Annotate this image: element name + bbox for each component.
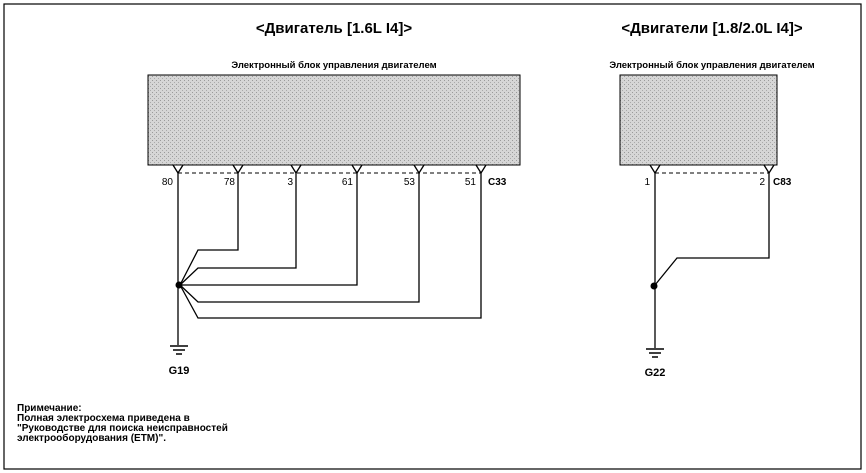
right-splice-junction xyxy=(650,282,658,290)
right-title: <Двигатели [1.8/2.0L I4]> xyxy=(621,20,803,37)
pin-label: 2 xyxy=(759,177,765,188)
pin-label: 53 xyxy=(404,177,416,188)
left-connector-label: C33 xyxy=(488,177,507,188)
pin-label: 1 xyxy=(644,177,650,188)
left-splice-junction xyxy=(175,281,183,289)
right-pin-terminals xyxy=(649,164,775,175)
note-heading: Примечание: xyxy=(17,403,82,414)
right-ecm-block xyxy=(619,74,778,166)
right-connector-label: C83 xyxy=(773,177,792,188)
pin-label: 78 xyxy=(224,177,236,188)
left-ecm-block xyxy=(147,74,521,166)
ground-icon xyxy=(646,348,664,358)
right-module-label: Электронный блок управления двигателем xyxy=(609,60,814,71)
pin-label: 51 xyxy=(465,177,477,188)
right-ground-label: G22 xyxy=(645,367,666,379)
left-module-label: Электронный блок управления двигателем xyxy=(231,60,436,71)
note-line: "Руководстве для поиска неисправностей xyxy=(17,423,228,434)
left-wires xyxy=(177,173,482,345)
note-line: электрооборудования (ETM)". xyxy=(17,432,166,444)
ground-icon xyxy=(170,345,188,355)
diagram-frame xyxy=(3,3,862,470)
note-line: Полная электросхема приведена в xyxy=(17,413,190,424)
pin-label: 61 xyxy=(342,177,354,188)
pin-label: 3 xyxy=(287,177,293,188)
left-pin-terminals xyxy=(172,164,487,175)
note: Примечание: Полная электросхема приведен… xyxy=(17,403,228,444)
left-ground-label: G19 xyxy=(169,365,190,377)
pin-label: 80 xyxy=(162,177,174,188)
right-wires xyxy=(654,173,770,348)
left-title: <Двигатель [1.6L I4]> xyxy=(256,20,412,37)
